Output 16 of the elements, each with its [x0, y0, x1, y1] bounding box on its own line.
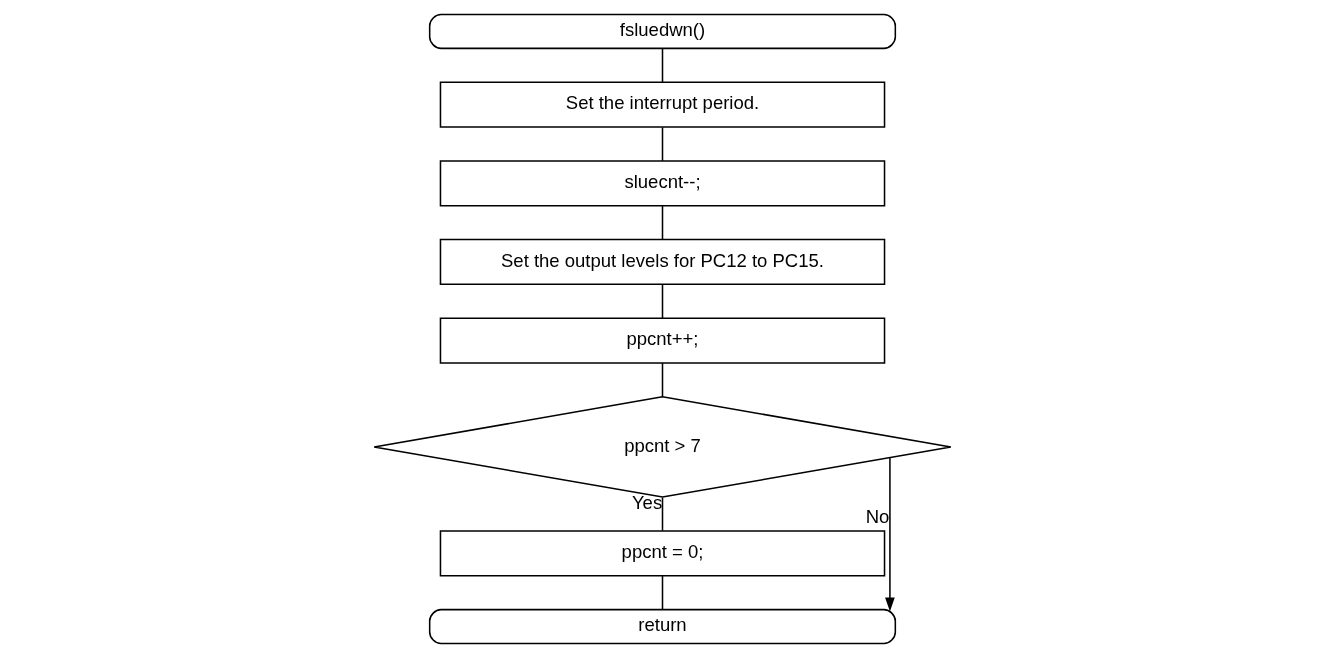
connector [661, 47, 663, 83]
connector [661, 496, 663, 532]
connector [661, 126, 663, 162]
node-box: ppcnt = 0; [439, 530, 885, 577]
arrow [884, 456, 895, 612]
connector [661, 283, 663, 319]
node-box: Set the output levels for PC12 to PC15. [439, 238, 885, 286]
connector [661, 205, 663, 241]
node-box: fsluedwn() [428, 13, 896, 50]
edge-label: No [865, 505, 889, 527]
node-box: sluecnt--; [439, 160, 885, 207]
node-box: ppcnt++; [439, 317, 885, 364]
node-box: Set the interrupt period. [439, 81, 885, 128]
connector [661, 362, 663, 398]
connector [661, 574, 663, 610]
node-box: return [428, 608, 896, 645]
